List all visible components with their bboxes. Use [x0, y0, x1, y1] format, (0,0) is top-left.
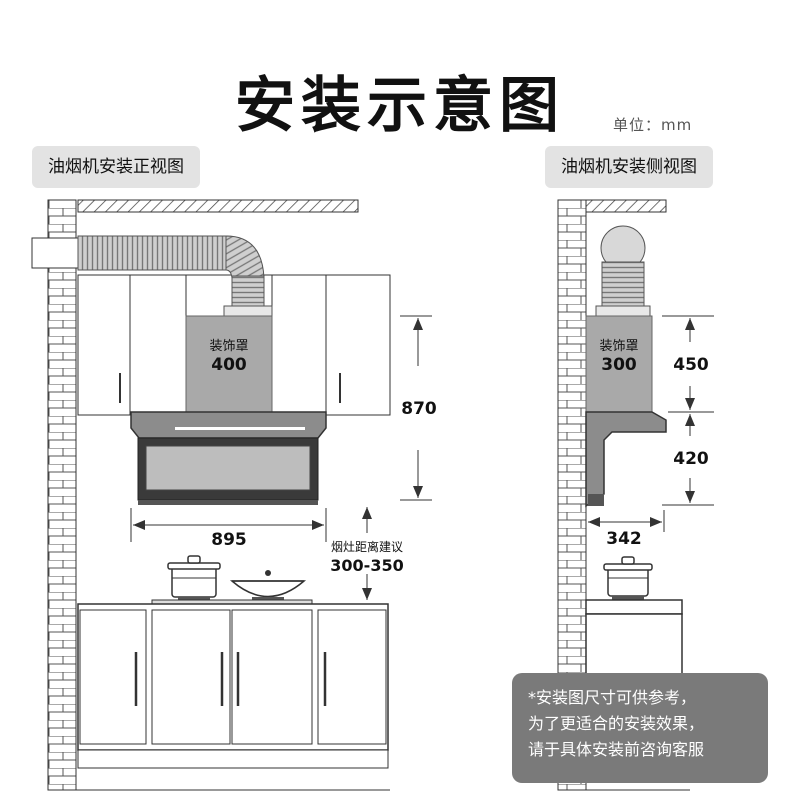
- front-base-door-2: [151, 609, 231, 745]
- note-line-2: 为了更适合的安装效果，: [528, 714, 705, 733]
- side-upper-dimension: 450: [673, 355, 709, 375]
- side-cover-depth: 300: [601, 355, 637, 375]
- front-dim-895-arrow-left: [133, 520, 145, 530]
- side-ceiling: [585, 199, 667, 213]
- side-depth-dimension: 342: [606, 529, 642, 549]
- front-cover: [185, 315, 273, 413]
- front-duct-vertical: [231, 275, 265, 309]
- note-box: *安装图尺寸可供参考， 为了更适合的安装效果， 请于具体安装前咨询客服: [512, 673, 768, 783]
- side-dim-342-arrow-right: [650, 517, 662, 527]
- side-dim-420-arrow-top: [685, 414, 695, 426]
- front-wall-pipe: [31, 237, 79, 269]
- note-line-3: 请于具体安装前咨询客服: [528, 740, 705, 759]
- side-dim-342-arrow-left: [588, 517, 600, 527]
- side-pot-icon: [603, 556, 653, 601]
- front-view-label: 油烟机安装正视图: [32, 146, 200, 188]
- front-height-dimension: 870: [401, 399, 437, 419]
- front-upper-cabinet-right: [271, 274, 391, 416]
- side-hood-edge: [588, 494, 604, 506]
- front-dim-895-arrow-right: [312, 520, 324, 530]
- front-width-dimension: 895: [211, 530, 247, 550]
- front-dim-870-arrow-top: [413, 318, 423, 330]
- front-duct-horizontal: [77, 235, 229, 271]
- front-base-door-1: [79, 609, 147, 745]
- front-dist-arrow-bottom: [362, 588, 372, 600]
- front-duct-collar: [223, 305, 273, 317]
- front-view-drawing: 装饰罩 400 870 895 烟灶距离建议 300-350: [31, 199, 437, 791]
- note-line-1: *安装图尺寸可供参考，: [528, 688, 697, 707]
- side-dim-420-arrow-bottom: [685, 491, 695, 503]
- front-hood-panel: [145, 445, 311, 491]
- side-hood-profile: [585, 411, 667, 508]
- front-kickboard: [77, 749, 389, 769]
- page-title: 安装示意图: [235, 71, 565, 141]
- side-duct-vertical: [601, 261, 645, 309]
- front-base-door-4: [317, 609, 387, 745]
- front-pot-icon: [167, 555, 221, 602]
- front-cover-label: 装饰罩: [209, 339, 248, 354]
- front-base-door-3: [231, 609, 313, 745]
- front-hood-top: [130, 411, 327, 439]
- front-wok-icon: [229, 570, 307, 602]
- side-view-label: 油烟机安装侧视图: [545, 146, 713, 188]
- side-countertop: [585, 599, 683, 615]
- side-cover-label: 装饰罩: [599, 339, 638, 354]
- front-distance-label: 烟灶距离建议: [331, 539, 403, 554]
- side-dim-450-arrow-top: [685, 318, 695, 330]
- side-duct-collar: [595, 305, 651, 317]
- front-hood-light: [175, 427, 305, 430]
- front-ceiling: [77, 199, 359, 213]
- front-wall: [47, 199, 77, 791]
- front-dist-arrow-top: [362, 507, 372, 519]
- side-cover: [585, 315, 653, 413]
- front-upper-cabinet-left: [77, 274, 187, 416]
- front-duct-elbow: [225, 235, 265, 279]
- front-cover-width: 400: [211, 355, 247, 375]
- side-lower-dimension: 420: [673, 449, 709, 469]
- front-distance-value: 300-350: [330, 556, 403, 575]
- side-dim-450-arrow-bottom: [685, 398, 695, 410]
- front-hood-bottom: [138, 500, 318, 505]
- unit-label: 单位：mm: [613, 116, 693, 134]
- front-dim-870-arrow-bottom: [413, 486, 423, 498]
